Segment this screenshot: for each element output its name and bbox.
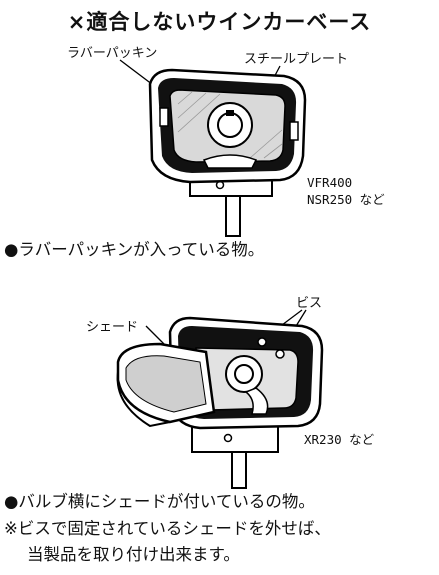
note-line-1: ※ビスで固定されているシェードを外せば、 xyxy=(4,519,331,538)
screw-label: ビス xyxy=(296,296,323,311)
rubber-packing-label: ラバーパッキン xyxy=(67,46,158,61)
page-title: ×適合しないウインカーベース xyxy=(67,10,372,34)
model-vfr400: VFR400 xyxy=(307,175,353,190)
note-line-2: 当製品を取り付け出来ます。 xyxy=(27,545,240,564)
caption-rubber-packing: ●ラバーパッキンが入っている物。 xyxy=(4,240,265,259)
caption-shade: ●バルブ横にシェードが付いているの物。 xyxy=(4,492,315,511)
shade-label: シェード xyxy=(86,320,139,335)
model-nsr250: NSR250 など xyxy=(307,192,385,207)
steel-plate-label: スチールプレート xyxy=(244,52,349,67)
model-xr230: XR230 など xyxy=(304,432,375,447)
